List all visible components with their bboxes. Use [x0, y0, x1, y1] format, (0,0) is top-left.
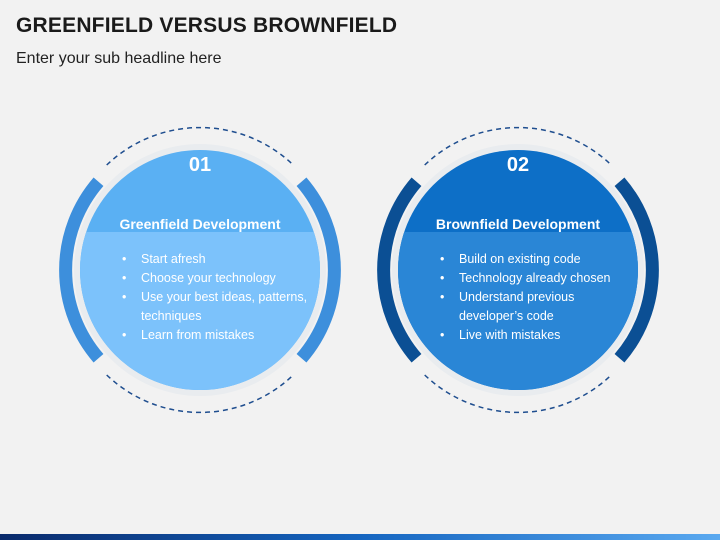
greenfield-points: Start afresh Choose your technology Use …: [120, 250, 310, 345]
page-title: GREENFIELD VERSUS BROWNFIELD: [16, 14, 398, 37]
greenfield-dashed-arc-bottom: [106, 374, 294, 414]
page-subtitle: Enter your sub headline here: [16, 50, 222, 67]
list-item: Build on existing code: [438, 250, 628, 269]
list-item: Use your best ideas, patterns, technique…: [120, 288, 310, 326]
list-item: Technology already chosen: [438, 269, 628, 288]
greenfield-card: 01 Greenfield Development Start afresh C…: [50, 120, 350, 420]
bottom-accent-strip: [0, 534, 720, 540]
brownfield-dashed-arc-top: [424, 126, 612, 166]
brownfield-heading: Brownfield Development: [435, 216, 601, 232]
greenfield-dashed-arc-top: [106, 126, 294, 166]
brownfield-points: Build on existing code Technology alread…: [438, 250, 628, 345]
brownfield-card: 02 Brownfield Development Build on exist…: [368, 120, 668, 420]
list-item: Live with mistakes: [438, 326, 628, 345]
list-item: Learn from mistakes: [120, 326, 310, 345]
list-item: Start afresh: [120, 250, 310, 269]
brownfield-number: 02: [506, 154, 530, 176]
greenfield-number: 01: [188, 154, 212, 176]
greenfield-heading: Greenfield Development: [119, 216, 281, 232]
brownfield-dashed-arc-bottom: [424, 374, 612, 414]
list-item: Choose your technology: [120, 269, 310, 288]
list-item: Understand previous developer’s code: [438, 288, 628, 326]
